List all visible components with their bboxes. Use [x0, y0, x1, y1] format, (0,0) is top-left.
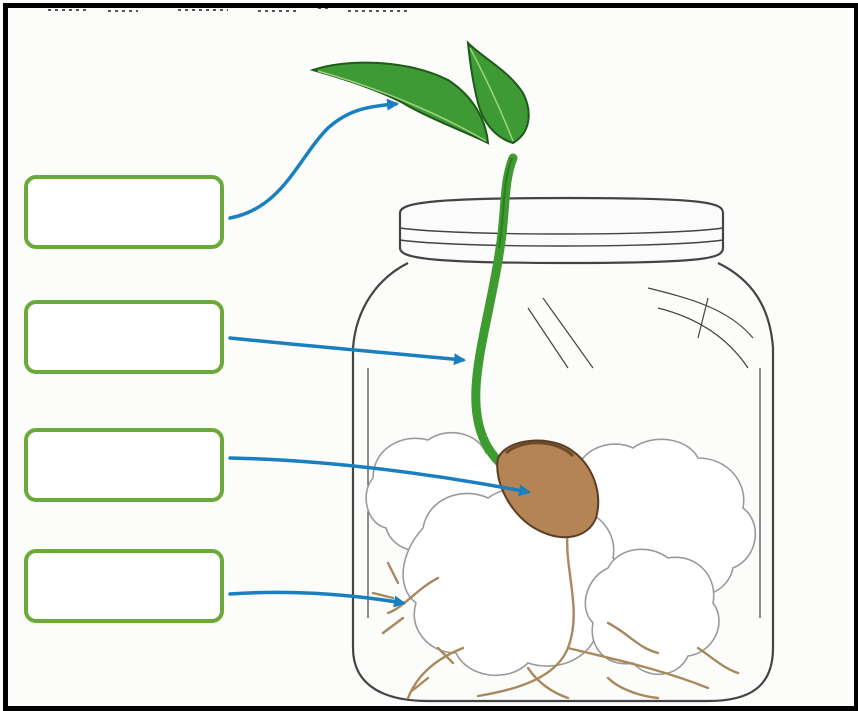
arrow-stem — [230, 338, 463, 360]
label-box-leaf[interactable] — [24, 175, 224, 249]
label-box-seed[interactable] — [24, 428, 224, 502]
label-box-root[interactable] — [24, 549, 224, 623]
seedling-leaf-icon — [313, 43, 529, 143]
arrow-leaf — [230, 104, 396, 218]
diagram-frame — [3, 3, 858, 711]
label-box-stem[interactable] — [24, 300, 224, 374]
